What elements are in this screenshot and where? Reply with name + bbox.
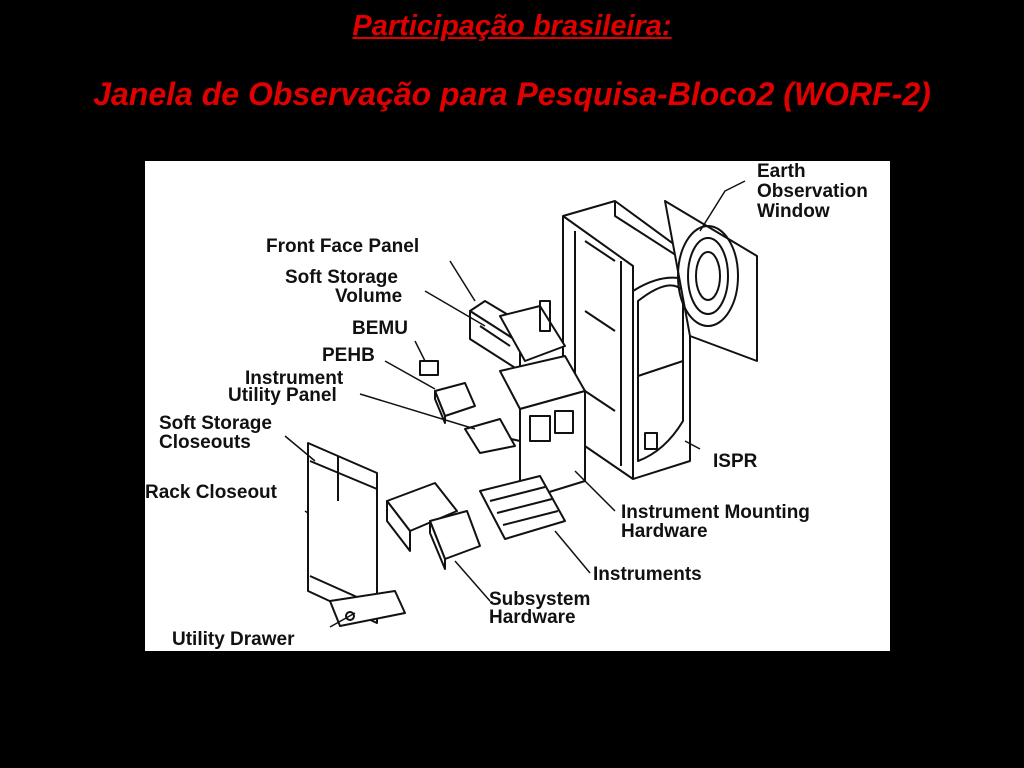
ispr-rack-drawing <box>562 200 691 480</box>
label-front-face-panel: Front Face Panel <box>266 236 419 257</box>
label-instrument-utility-panel-1: Instrument <box>245 368 344 389</box>
worf-exploded-diagram: Earth Observation Window Front Face Pane… <box>145 161 890 651</box>
label-utility-drawer: Utility Drawer <box>172 629 295 650</box>
rack-closeout-drawing <box>307 442 378 624</box>
instrument-utility-panel-drawing <box>464 355 586 502</box>
label-soft-storage-volume-1: Soft Storage <box>285 267 398 288</box>
label-rack-closeout: Rack Closeout <box>145 482 278 503</box>
label-soft-storage-volume-2: Volume <box>335 286 402 307</box>
slide-subtitle: Janela de Observação para Pesquisa-Bloco… <box>93 76 931 112</box>
label-earth-observation-3: Window <box>757 201 830 222</box>
label-soft-storage-closeouts-1: Soft Storage <box>159 413 272 434</box>
label-subsystem-hardware-1: Subsystem <box>489 589 590 610</box>
diagram-drawing: Earth Observation Window Front Face Pane… <box>145 161 868 650</box>
slide-title: Participação brasileira: <box>352 10 672 42</box>
label-instrument-mounting-1: Instrument Mounting <box>621 502 810 523</box>
label-instruments: Instruments <box>593 564 702 585</box>
subsystem-hardware-drawing <box>386 482 481 570</box>
label-earth-observation-2: Observation <box>757 181 868 202</box>
earth-window-drawing <box>664 200 758 362</box>
label-subsystem-hardware-2: Hardware <box>489 607 576 628</box>
front-face-panel-drawing <box>469 300 566 372</box>
instruments-drawing <box>479 475 566 540</box>
label-soft-storage-closeouts-2: Closeouts <box>159 432 251 453</box>
label-earth-observation-1: Earth <box>757 161 806 182</box>
label-pehb: PEHB <box>322 345 375 366</box>
label-bemu: BEMU <box>352 318 408 339</box>
label-instrument-utility-panel-2: Utility Panel <box>228 385 337 406</box>
label-instrument-mounting-2: Hardware <box>621 521 708 542</box>
label-ispr: ISPR <box>713 451 758 472</box>
